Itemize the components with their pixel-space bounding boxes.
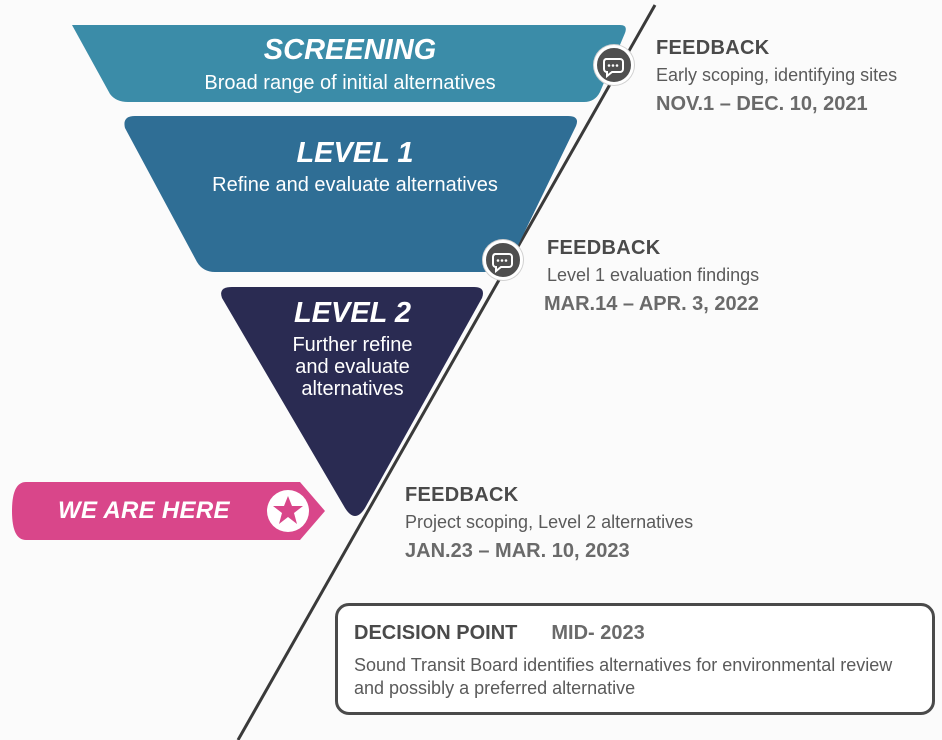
decision-timing: MID- 2023 <box>551 622 645 644</box>
feedback-heading: FEEDBACK <box>547 237 661 259</box>
level-1-band <box>124 116 577 272</box>
feedback-block-2: FEEDBACK Level 1 evaluation findings MAR… <box>544 237 760 316</box>
level-1-label: LEVEL 1 Refine and evaluate alternatives <box>160 137 550 197</box>
feedback-description: Level 1 evaluation findings <box>547 265 760 285</box>
feedback-heading: FEEDBACK <box>405 484 519 506</box>
we-are-here-label: WE ARE HERE <box>58 497 230 524</box>
we-are-here-marker <box>12 482 325 540</box>
star-icon <box>273 496 303 524</box>
stage-title: SCREENING <box>263 34 437 66</box>
screening-band <box>72 25 626 102</box>
stage-subtitle: Refine and evaluate alternatives <box>212 174 498 196</box>
level-2-label: LEVEL 2 Further refine and evaluate alte… <box>250 297 455 401</box>
decision-description: Sound Transit Board identifies alternati… <box>354 655 893 699</box>
feedback-date: JAN.23 – MAR. 10, 2023 <box>405 540 630 562</box>
chat-bubble-icon <box>594 45 634 85</box>
screening-label: SCREENING Broad range of initial alterna… <box>140 34 560 95</box>
stage-title: LEVEL 2 <box>293 297 412 329</box>
feedback-date: MAR.14 – APR. 3, 2022 <box>544 293 759 315</box>
decision-heading: DECISION POINT <box>354 622 518 644</box>
timeline-line <box>236 4 657 740</box>
stage-subtitle: Broad range of initial alternatives <box>204 72 496 94</box>
stage-subtitle-line: and evaluate <box>295 356 410 378</box>
stage-title: LEVEL 1 <box>296 137 414 169</box>
feedback-block-3: FEEDBACK Project scoping, Level 2 altern… <box>405 484 693 563</box>
stage-subtitle-line: alternatives <box>301 378 404 400</box>
feedback-block-1: FEEDBACK Early scoping, identifying site… <box>656 37 897 116</box>
feedback-description: Early scoping, identifying sites <box>656 65 898 85</box>
level-2-band <box>221 287 483 516</box>
decision-heading-row: DECISION POINT MID- 2023 <box>354 622 916 645</box>
feedback-description: Project scoping, Level 2 alternatives <box>405 512 694 532</box>
chat-bubble-icon <box>483 240 523 280</box>
decision-point-box: DECISION POINT MID- 2023 Sound Transit Bo… <box>335 603 935 715</box>
feedback-date: NOV.1 – DEC. 10, 2021 <box>656 93 868 115</box>
feedback-heading: FEEDBACK <box>656 37 770 59</box>
stage-subtitle-line: Further refine <box>292 334 413 356</box>
